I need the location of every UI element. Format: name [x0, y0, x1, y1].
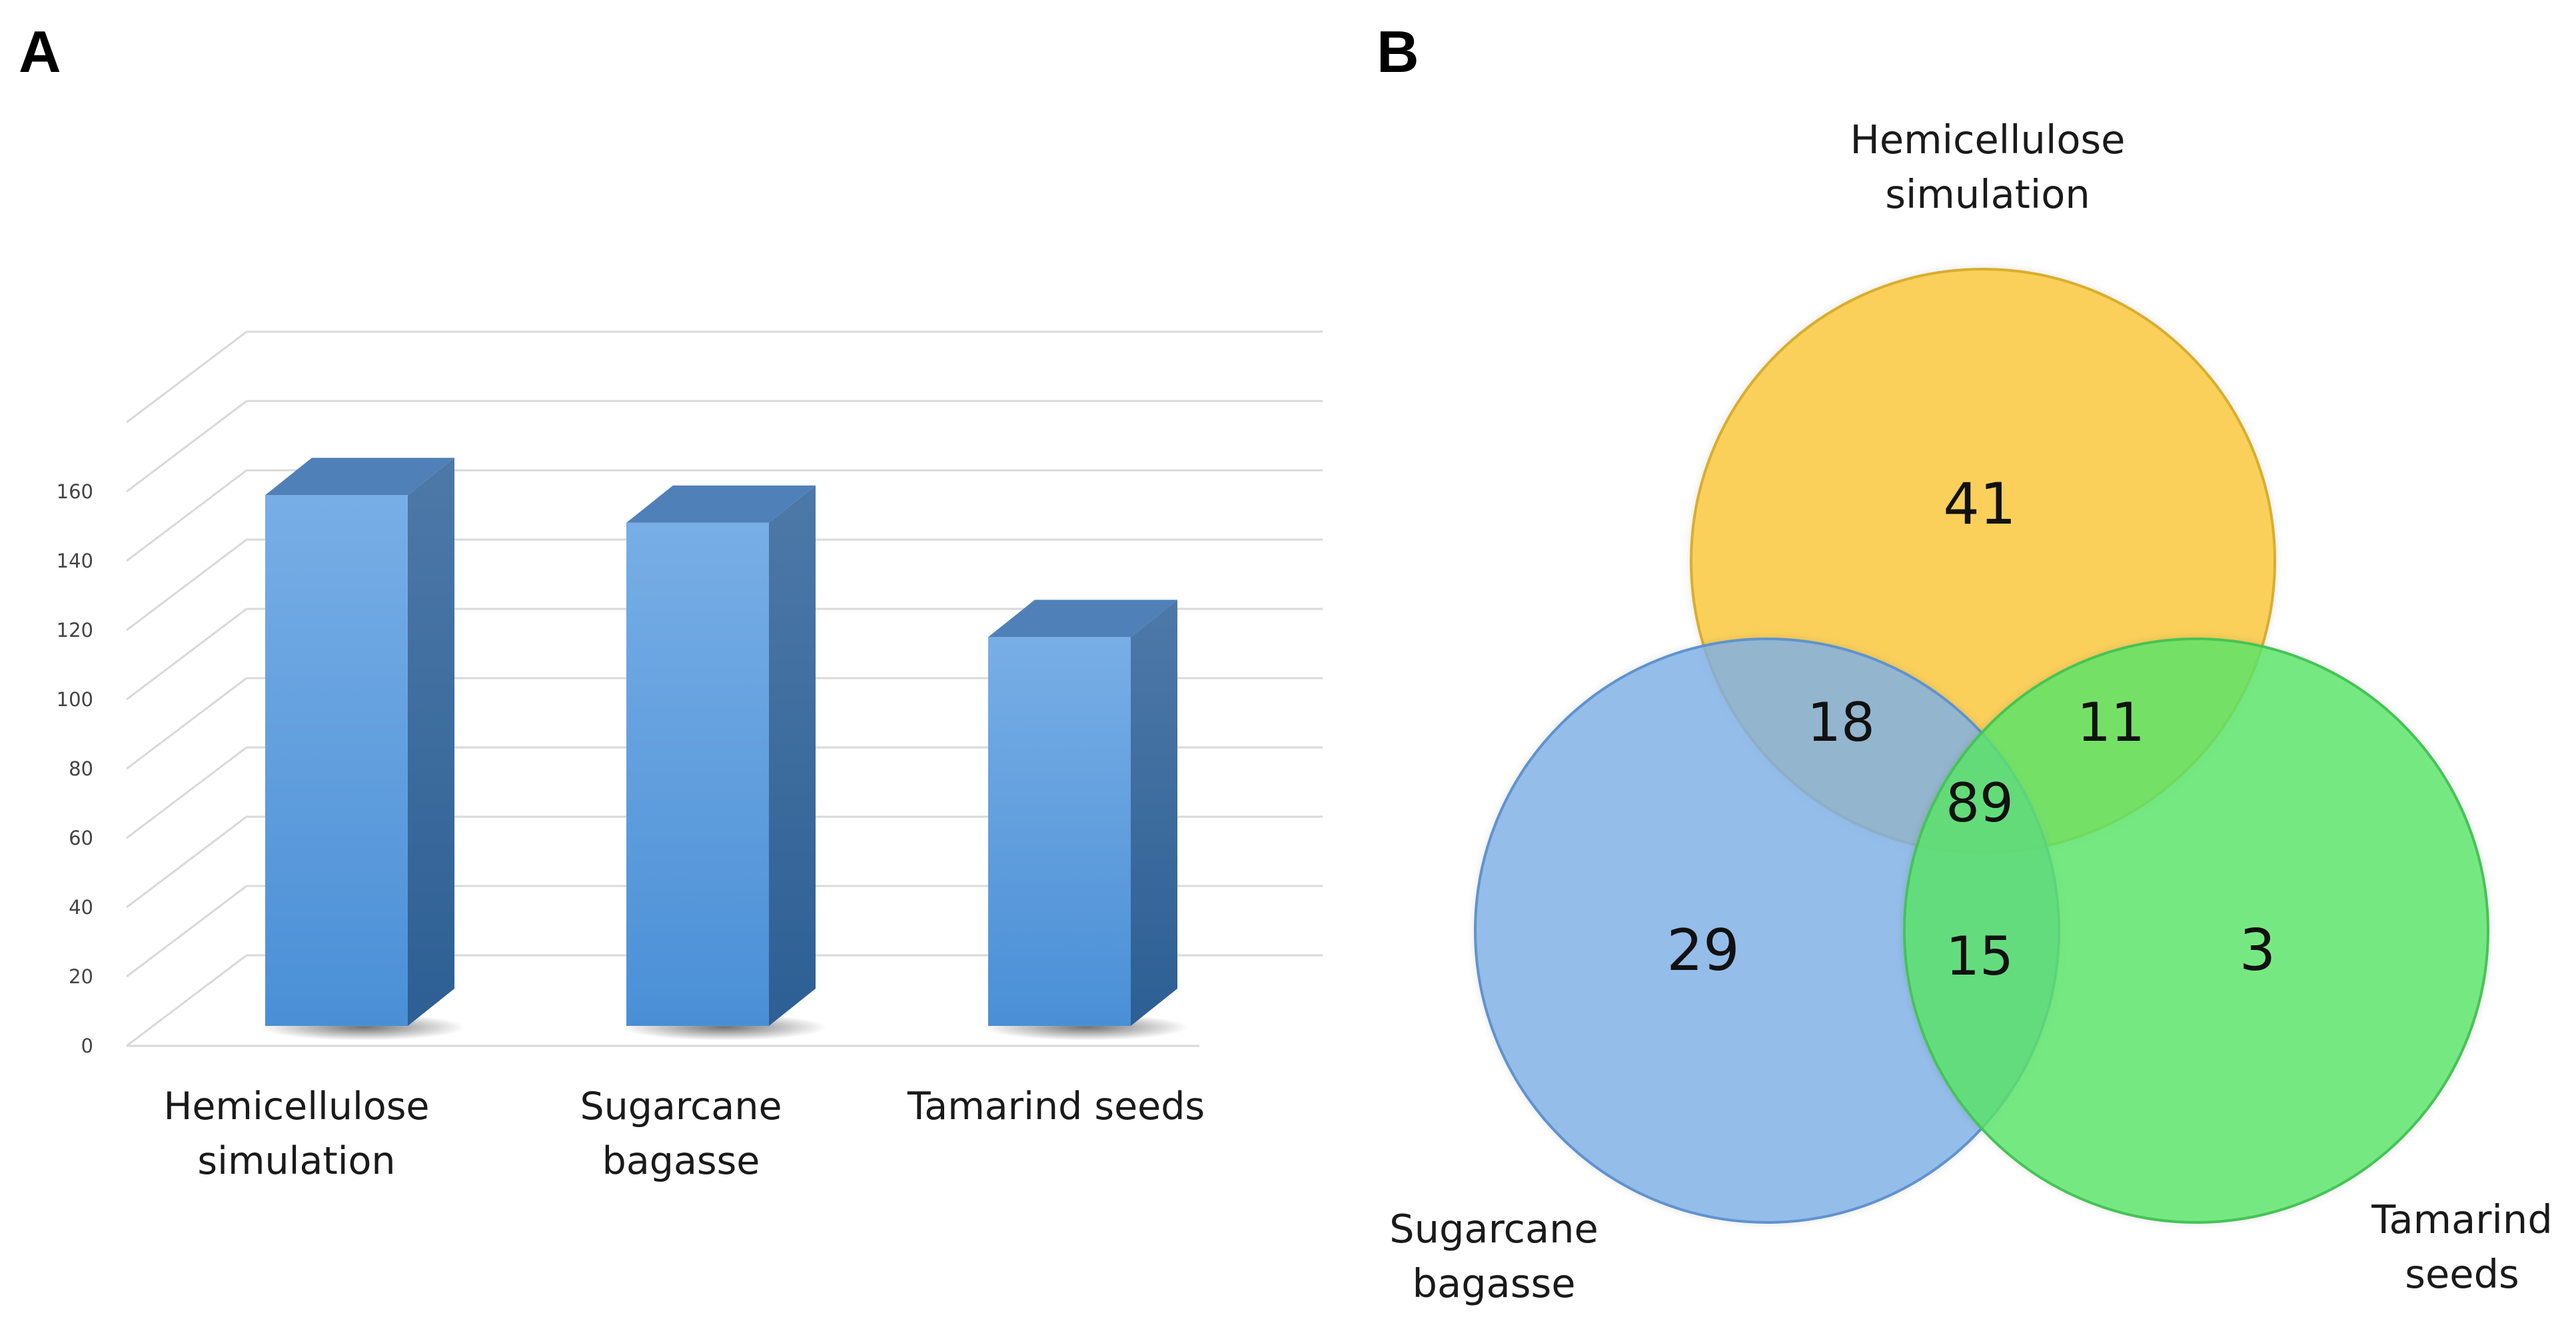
venn-set-label: Hemicellulose — [1850, 117, 2126, 163]
venn-set-tamarind-seeds — [1902, 636, 2491, 1225]
venn-set-label: seeds — [2405, 1251, 2519, 1297]
venn-count-hemicellulose-simulation: 41 — [1943, 471, 2016, 538]
venn-count-sugarcane-bagasse: 29 — [1666, 917, 1739, 984]
venn-count-tamarind-seeds: 3 — [2240, 917, 2276, 984]
x-category-label: bagasse — [602, 1139, 760, 1183]
bar-top — [988, 600, 1177, 638]
y-tick-label: 80 — [69, 757, 93, 780]
bar-side — [408, 458, 454, 1026]
gridline-side — [126, 815, 247, 909]
y-tick-label: 120 — [57, 619, 93, 642]
bar-1 — [260, 458, 466, 1041]
gridline-side — [126, 746, 247, 839]
venn-set-label: Sugarcane — [1389, 1206, 1599, 1252]
venn-circles — [1473, 266, 2491, 1225]
y-tick-label: 60 — [69, 827, 93, 849]
gridline-side — [126, 330, 247, 424]
venn-count-hemicellulose-simulation-and-tamarind-seeds: 11 — [2077, 691, 2145, 753]
y-tick-label: 140 — [57, 550, 93, 572]
x-category-label: Hemicellulose — [164, 1085, 430, 1128]
bar-side — [769, 485, 816, 1026]
bar-front — [626, 522, 769, 1026]
bar-front — [988, 637, 1131, 1026]
x-category-label: simulation — [197, 1139, 395, 1183]
bar-front — [265, 495, 408, 1026]
x-category-label: Sugarcane — [580, 1085, 782, 1128]
y-axis-ticks: 0 20 40 60 80 100 120 140 160 — [57, 480, 93, 1057]
venn-count-hemicellulose-simulation-and-sugarcane-bagasse-and-tamarind-seeds: 89 — [1946, 772, 2014, 834]
gridline-side — [126, 954, 247, 1047]
venn-count-hemicellulose-simulation-and-sugarcane-bagasse: 18 — [1807, 691, 1875, 753]
venn-count-sugarcane-bagasse-and-tamarind-seeds: 15 — [1946, 925, 2014, 987]
bar-top — [626, 485, 816, 523]
gridline-side — [126, 538, 247, 632]
gridline-side — [126, 608, 247, 701]
venn-set-sugarcane-bagasse — [1473, 636, 2062, 1225]
venn-set-label: bagasse — [1413, 1260, 1576, 1306]
y-tick-label: 160 — [57, 480, 93, 503]
x-axis-labels: Hemicellulose simulation Sugarcane bagasse T… — [164, 1085, 1205, 1183]
venn-set-label: Tamarind — [2371, 1196, 2553, 1242]
gridline-side — [126, 400, 247, 493]
gridline-side — [126, 469, 247, 562]
y-tick-label: 40 — [69, 896, 93, 919]
x-category-label: Tamarind seeds — [907, 1085, 1205, 1128]
bar-top — [265, 458, 454, 496]
venn-set-label: simulation — [1885, 171, 2090, 217]
panel-label-a: A — [19, 19, 61, 85]
panel-label-b: B — [1377, 19, 1419, 85]
bar-3 — [983, 600, 1189, 1041]
bar-2 — [621, 485, 828, 1041]
venn-circle — [1903, 638, 2489, 1224]
y-tick-label: 100 — [57, 688, 93, 711]
y-tick-label: 0 — [81, 1035, 93, 1057]
gridline-side — [126, 885, 247, 978]
gridline-side — [126, 677, 247, 770]
bar-series — [260, 458, 1189, 1041]
venn-region-labels: 41 18 11 89 29 15 3 — [1666, 471, 2275, 987]
bar-side — [1131, 600, 1177, 1026]
y-tick-label: 20 — [69, 965, 93, 988]
